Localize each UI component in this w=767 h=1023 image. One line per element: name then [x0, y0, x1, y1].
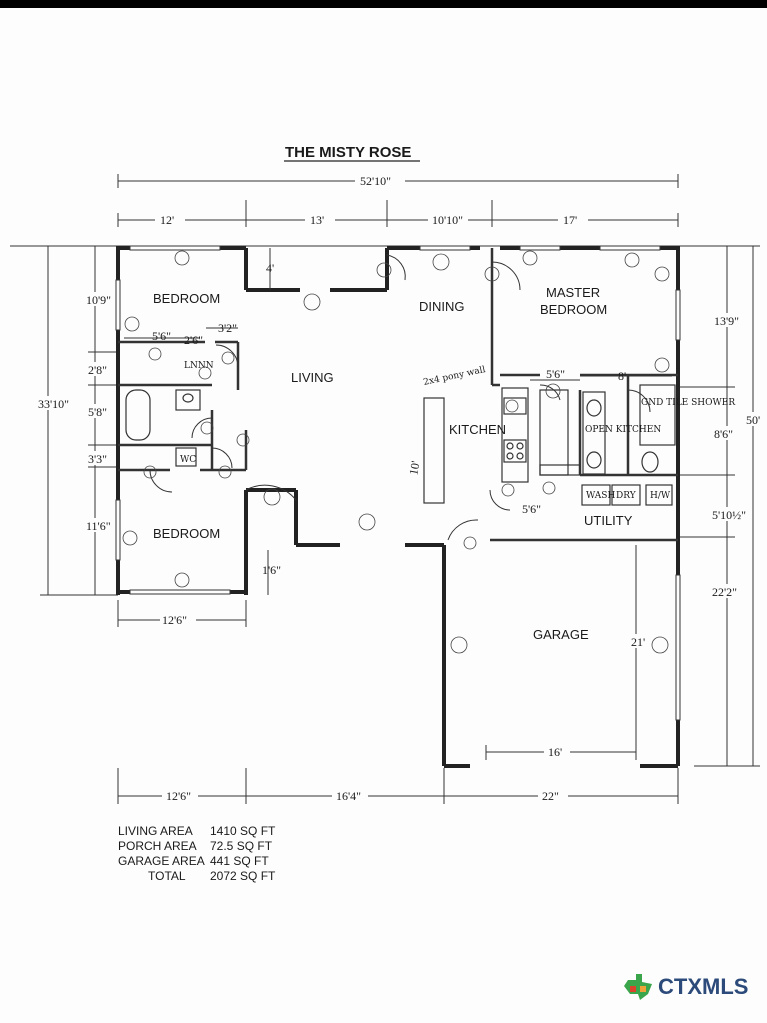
room-master: MASTER	[546, 285, 600, 300]
left-total-dim: 33'10"	[38, 397, 69, 411]
room-living: LIVING	[291, 370, 334, 385]
right-dim-1: 13'9"	[714, 314, 739, 328]
washer-note: WASH	[586, 491, 615, 501]
garage-door: 16' 21'	[485, 545, 650, 760]
room-bedroom-2: BEDROOM	[153, 526, 220, 541]
top-dim-2: 13'	[310, 213, 324, 227]
right-dim-4: 22'2"	[712, 585, 737, 599]
left-dim-2: 2'8"	[88, 363, 107, 377]
right-total-dim: 50'	[746, 413, 760, 427]
left-dim-5: 11'6"	[86, 519, 111, 533]
bath-dim-5-6: 5'6"	[152, 329, 171, 343]
top-border	[0, 0, 767, 8]
garage-depth-dim: 21'	[631, 635, 645, 649]
dryer-note: DRY	[616, 491, 637, 501]
room-labels: BEDROOM BEDROOM LIVING DINING MASTER BED…	[153, 285, 735, 642]
area-summary: LIVING AREA 1410 SQ FT PORCH AREA 72.5 S…	[118, 824, 275, 884]
area-row: PORCH AREA 72.5 SQ FT	[118, 839, 275, 854]
left-dim-4: 3'3"	[88, 452, 107, 466]
area-row: LIVING AREA 1410 SQ FT	[118, 824, 275, 839]
overall-width-dimension: 52'10"	[117, 172, 679, 188]
top-dim-3: 10'10"	[432, 213, 463, 227]
kitchen-dim-10: 10'	[406, 460, 422, 476]
kitchen-dim-5-6: 5'6"	[546, 367, 565, 381]
windows	[116, 246, 680, 720]
door-swings	[149, 254, 651, 541]
area-row: TOTAL 2072 SQ FT	[118, 869, 275, 884]
kitchen-dim-8: 8'	[618, 369, 626, 383]
bottom-dim-2: 16'4"	[336, 789, 361, 803]
area-value: 441 SQ FT	[210, 854, 269, 868]
plan-title: THE MISTY ROSE	[285, 144, 411, 161]
area-value: 2072 SQ FT	[210, 869, 276, 883]
right-dim-3: 5'10½"	[712, 508, 746, 522]
bottom-dim-3: 22"	[542, 789, 559, 803]
interior-dimensions: 5'6" 2'6" 3'2" 4' 1'6" 5'6" 8' 5'6" 10'	[124, 248, 672, 595]
bath-dim-3-2: 3'2"	[218, 321, 237, 335]
room-master-bedroom: BEDROOM	[540, 302, 607, 317]
open-kitchen-note: OPEN KITCHEN	[585, 425, 661, 435]
pony-wall-note: 2x4 pony wall	[423, 365, 487, 388]
right-dimensions: 50' 13'9" 8'6" 5'10½" 22'2"	[678, 246, 766, 767]
hall-dim-4: 4'	[266, 261, 274, 275]
shower-note: GND TILE SHOWER	[641, 398, 735, 408]
bottom-dimensions: 12'6" 16'4" 22"	[117, 768, 679, 804]
area-label: PORCH AREA	[118, 839, 197, 853]
room-dining: DINING	[419, 299, 465, 314]
left-dim-3: 5'8"	[88, 405, 107, 419]
garage-door-dim: 16'	[548, 745, 562, 759]
kitchen-fixtures	[125, 384, 676, 506]
texas-star-icon	[624, 974, 652, 1000]
bedroom2-width-dim: 12'6"	[117, 600, 247, 627]
bedroom2-width-label: 12'6"	[162, 613, 187, 627]
interior-walls	[118, 248, 678, 542]
top-dim-4: 17'	[563, 213, 577, 227]
room-bedroom-1: BEDROOM	[153, 291, 220, 306]
left-dimensions: 33'10" 10'9" 2'8" 5'8" 3'3" 11'6"	[36, 246, 118, 596]
bath-dim-2-6: 2'6"	[184, 333, 203, 347]
room-kitchen: KITCHEN	[449, 422, 506, 437]
linen-note: LNNN	[184, 361, 214, 371]
ctxmls-logo: CTXMLS	[622, 972, 748, 1002]
wc-note: WC	[180, 455, 196, 465]
room-garage: GARAGE	[533, 627, 589, 642]
left-dim-1: 10'9"	[86, 293, 111, 307]
exterior-walls	[116, 246, 680, 768]
area-value: 1410 SQ FT	[210, 824, 276, 838]
right-dim-2: 8'6"	[714, 427, 733, 441]
porch-dim-1-6: 1'6"	[262, 563, 281, 577]
area-value: 72.5 SQ FT	[210, 839, 273, 853]
area-row: GARAGE AREA 441 SQ FT	[118, 854, 275, 869]
logo-text: CTXMLS	[658, 974, 749, 999]
area-label: GARAGE AREA	[118, 854, 205, 868]
area-label: LIVING AREA	[118, 824, 193, 838]
bottom-dim-1: 12'6"	[166, 789, 191, 803]
top-dim-1: 12'	[160, 213, 174, 227]
overall-width-label: 52'10"	[360, 174, 391, 188]
water-heater-note: H/W	[650, 491, 671, 501]
room-utility: UTILITY	[584, 513, 633, 528]
top-dimensions: 12' 13' 10'10" 17'	[117, 200, 679, 227]
area-label: TOTAL	[148, 869, 186, 883]
utility-dim-5-6: 5'6"	[522, 502, 541, 516]
window-markers	[122, 250, 670, 654]
